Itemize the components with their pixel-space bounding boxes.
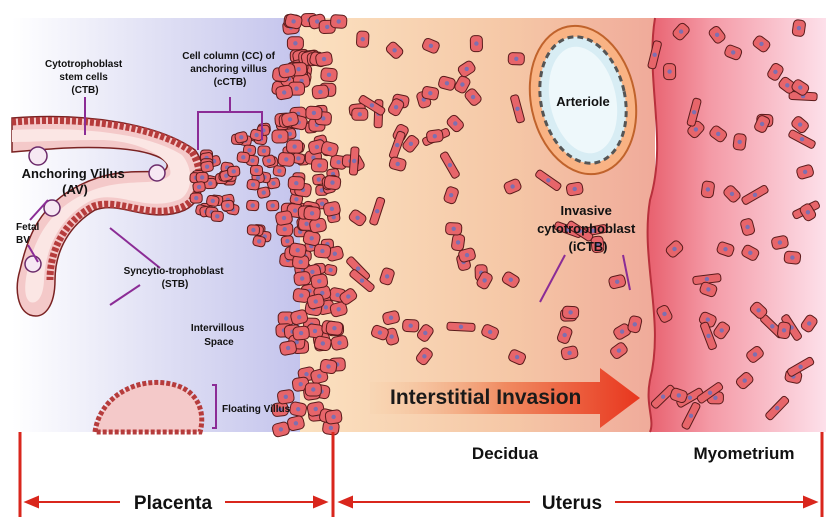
fetal-bv-1 [29, 147, 47, 165]
column-cell [250, 165, 262, 175]
column-cell [193, 181, 206, 192]
invasive-cell [421, 86, 439, 101]
column-cell [190, 193, 202, 203]
invasive-cell [349, 147, 359, 175]
invasive-cell [566, 182, 584, 197]
basal-plate-cell [272, 130, 288, 143]
column-cell [200, 161, 214, 173]
basal-plate-cell [287, 37, 303, 50]
invasive-cell [352, 108, 368, 120]
invasive-cell [701, 181, 715, 199]
basal-plate-cell [286, 140, 302, 153]
basal-plate-cell [315, 51, 333, 67]
column-cell [273, 165, 286, 177]
basal-plate-cell [320, 359, 338, 374]
column-cell [258, 146, 271, 157]
column-cell [227, 166, 240, 177]
basal-plate-cell [314, 335, 332, 351]
basal-plate-cell [278, 152, 295, 167]
invasive-cell [445, 222, 462, 235]
invasive-cell [663, 63, 675, 79]
basal-plate-cell [324, 175, 341, 190]
column-cell [237, 152, 250, 163]
column-cell [206, 195, 220, 207]
basal-plate-cell [278, 63, 296, 79]
invasive-cell [733, 133, 747, 150]
myometrium-label: Myometrium [693, 444, 794, 463]
basal-plate-cell [275, 85, 293, 101]
invasive-cell [792, 19, 806, 37]
basal-plate-cell [330, 14, 347, 28]
invasive-cell [426, 129, 444, 143]
basal-plate-cell [314, 244, 331, 259]
arteriole-label: Arteriole [556, 94, 609, 109]
invasive-cell [356, 31, 369, 48]
basal-plate-cell [292, 326, 309, 341]
invasive-cell [447, 322, 475, 331]
column-cell [247, 179, 260, 190]
basal-plate-cell [311, 159, 327, 173]
basal-plate-cell [312, 85, 329, 100]
decidua-label: Decidua [472, 444, 539, 463]
uterus-label: Uterus [542, 493, 602, 514]
invasive-cell [402, 319, 419, 332]
column-cell [211, 211, 224, 222]
column-cell [252, 235, 266, 247]
basal-plate-cell [289, 243, 307, 258]
basal-plate-cell [275, 210, 293, 226]
invasive-cell [508, 53, 524, 66]
column-cell [246, 200, 259, 211]
column-cell [266, 200, 279, 211]
basal-plate-cell [289, 401, 307, 417]
basal-plate-cell [320, 68, 337, 82]
basal-plate-cell [305, 383, 321, 396]
basal-plate-cell [288, 176, 305, 190]
placenta-label: Placenta [134, 493, 213, 514]
column-cell [196, 172, 208, 182]
invasive-cell [562, 306, 579, 319]
column-cell [324, 264, 338, 276]
fetal-bv-2 [149, 165, 165, 181]
fetal-bv-4 [25, 256, 41, 272]
column-cell [247, 225, 259, 235]
floating-villus-label: Floating Villus [222, 404, 291, 415]
basal-plate-cell [306, 106, 323, 120]
basal-plate-cell [281, 111, 299, 127]
basal-plate-cell [279, 340, 297, 356]
basal-plate-cell [294, 271, 311, 286]
basal-plate-cell [325, 409, 343, 424]
invasive-cell [784, 251, 801, 265]
column-cell [221, 200, 234, 211]
invasive-cell [777, 322, 791, 339]
basal-plate-cell [277, 389, 295, 404]
interstitial-invasion-label: Interstitial Invasion [390, 386, 581, 409]
basal-plate-cell [326, 321, 343, 336]
invasive-cell [470, 35, 482, 51]
basal-plate-cell [304, 206, 321, 220]
invasive-cell [451, 234, 465, 252]
column-cell [234, 131, 248, 143]
basal-plate-cell [310, 274, 328, 289]
